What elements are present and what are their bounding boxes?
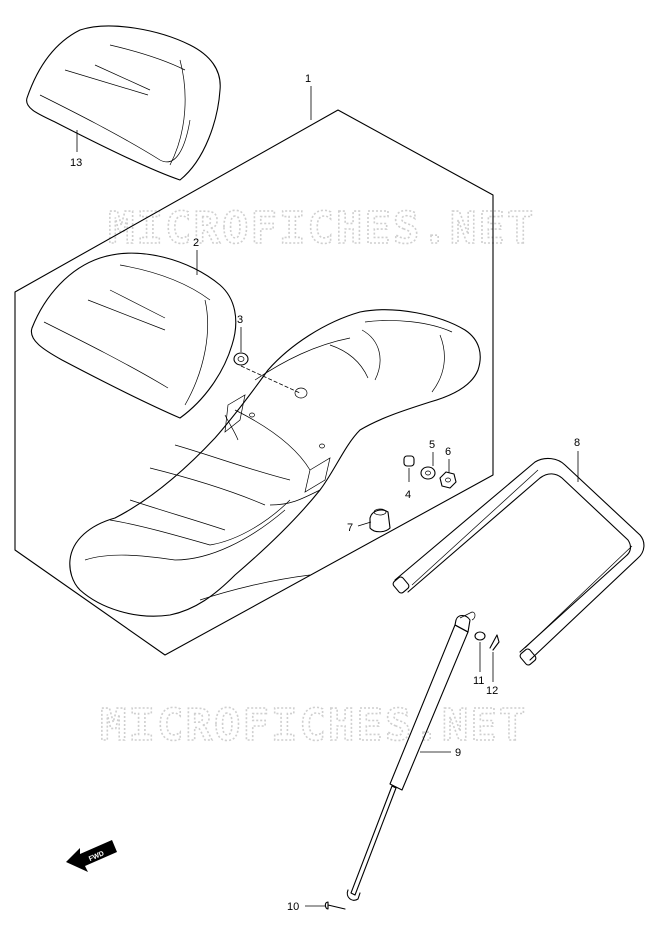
callout-13: 13 xyxy=(70,157,82,169)
part-4-collar xyxy=(403,455,415,467)
callout-2: 2 xyxy=(193,237,199,249)
assembly-outline xyxy=(14,109,494,656)
part-12-clip xyxy=(489,634,500,651)
part-6-nut xyxy=(439,471,457,489)
part-8-seat-bracket xyxy=(392,457,645,666)
forward-arrow-icon: FWD xyxy=(66,840,117,872)
seat-assembly xyxy=(69,309,481,617)
callout-6: 6 xyxy=(445,446,451,458)
part-3-grommet xyxy=(233,352,249,366)
watermark-bottom: MICROFICHES.NET xyxy=(100,700,527,751)
part-7-bumper xyxy=(369,508,391,533)
callout-1: 1 xyxy=(305,73,311,85)
callout-11: 11 xyxy=(473,675,484,687)
callout-10: 10 xyxy=(287,901,299,913)
callout-12: 12 xyxy=(486,685,498,697)
part-5-washer xyxy=(420,466,436,480)
callout-4: 4 xyxy=(405,489,411,501)
watermark-top: MICROFICHES.NET xyxy=(108,203,535,254)
leader-lines xyxy=(76,86,579,907)
callout-7: 7 xyxy=(347,522,353,534)
part-13-seat-cover xyxy=(26,25,221,181)
part-9-seat-damper xyxy=(346,611,476,901)
callout-5: 5 xyxy=(429,439,435,451)
callout-3: 3 xyxy=(237,314,243,326)
callout-8: 8 xyxy=(574,437,580,449)
part-11-washer xyxy=(474,631,486,641)
part-2-seat-cover xyxy=(30,252,237,419)
callout-9: 9 xyxy=(455,747,461,759)
part-10-bolt xyxy=(324,901,346,910)
